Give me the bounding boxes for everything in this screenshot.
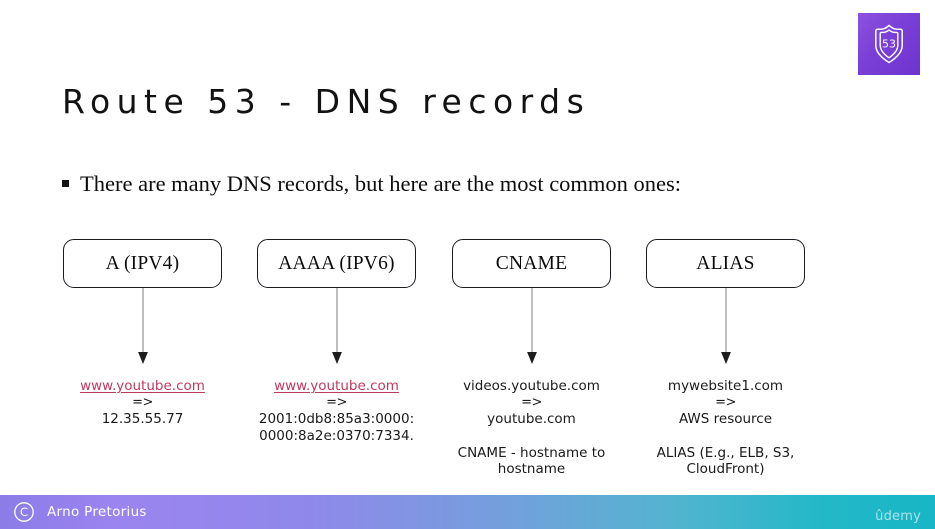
- target-value-alias: AWS resource: [678, 411, 773, 427]
- record-detail-cname: videos.youtube.com => youtube.com CNAME …: [438, 378, 625, 478]
- bullet-marker-icon: [62, 180, 69, 187]
- record-type-box-cname[interactable]: CNAME: [452, 239, 611, 288]
- record-detail-aaaa: www.youtube.com => 2001:0db8:85a3:0000: …: [243, 378, 430, 444]
- record-column-alias: ALIAS mywebsite1.com => AWS resource ALI…: [646, 239, 805, 477]
- source-link-aaaa[interactable]: www.youtube.com: [274, 378, 399, 394]
- bullet-text: There are many DNS records, but here are…: [80, 171, 682, 196]
- arrow-down-icon: [525, 288, 538, 365]
- record-type-box-aaaa[interactable]: AAAA (IPV6): [257, 239, 416, 288]
- svg-text:C: C: [20, 505, 28, 519]
- record-note-cname: CNAME - hostname to hostname: [457, 444, 606, 478]
- maps-to-symbol-cname: =>: [521, 394, 542, 410]
- arrow-down-icon: [330, 288, 343, 365]
- copyright-icon: C: [13, 501, 35, 523]
- page-title: Route 53 - DNS records: [62, 82, 591, 121]
- source-value-cname: videos.youtube.com: [463, 378, 600, 394]
- footer-author-name: Arno Pretorius: [47, 504, 147, 520]
- record-type-box-alias[interactable]: ALIAS: [646, 239, 805, 288]
- maps-to-symbol-aaaa: =>: [326, 394, 347, 410]
- record-detail-a: www.youtube.com => 12.35.55.77: [49, 378, 236, 428]
- target-value-cname: youtube.com: [487, 411, 576, 427]
- maps-to-symbol-alias: =>: [715, 394, 736, 410]
- record-column-a: A (IPV4) www.youtube.com => 12.35.55.77: [63, 239, 222, 427]
- logo-badge-text: 53: [882, 38, 896, 51]
- record-note-alias: ALIAS (E.g., ELB, S3, CloudFront): [656, 444, 795, 478]
- target-value-aaaa-line1: 2001:0db8:85a3:0000:: [258, 411, 415, 427]
- source-value-alias: mywebsite1.com: [667, 378, 784, 394]
- footer-bar: C Arno Pretorius ûdemy: [0, 495, 935, 529]
- source-link-a[interactable]: www.youtube.com: [80, 378, 205, 394]
- arrow-down-icon: [136, 288, 149, 365]
- route53-logo: 53: [858, 13, 920, 75]
- record-detail-alias: mywebsite1.com => AWS resource ALIAS (E.…: [632, 378, 819, 478]
- record-column-cname: CNAME videos.youtube.com => youtube.com …: [452, 239, 611, 477]
- record-column-aaaa: AAAA (IPV6) www.youtube.com => 2001:0db8…: [257, 239, 416, 444]
- udemy-watermark: ûdemy: [875, 509, 921, 524]
- target-value-aaaa-line2: 0000:8a2e:0370:7334.: [259, 427, 414, 444]
- target-value-a: 12.35.55.77: [101, 411, 184, 427]
- record-type-box-a[interactable]: A (IPV4): [63, 239, 222, 288]
- arrow-down-icon: [719, 288, 732, 365]
- maps-to-symbol-a: =>: [132, 394, 153, 410]
- bullet-line: There are many DNS records, but here are…: [62, 171, 681, 197]
